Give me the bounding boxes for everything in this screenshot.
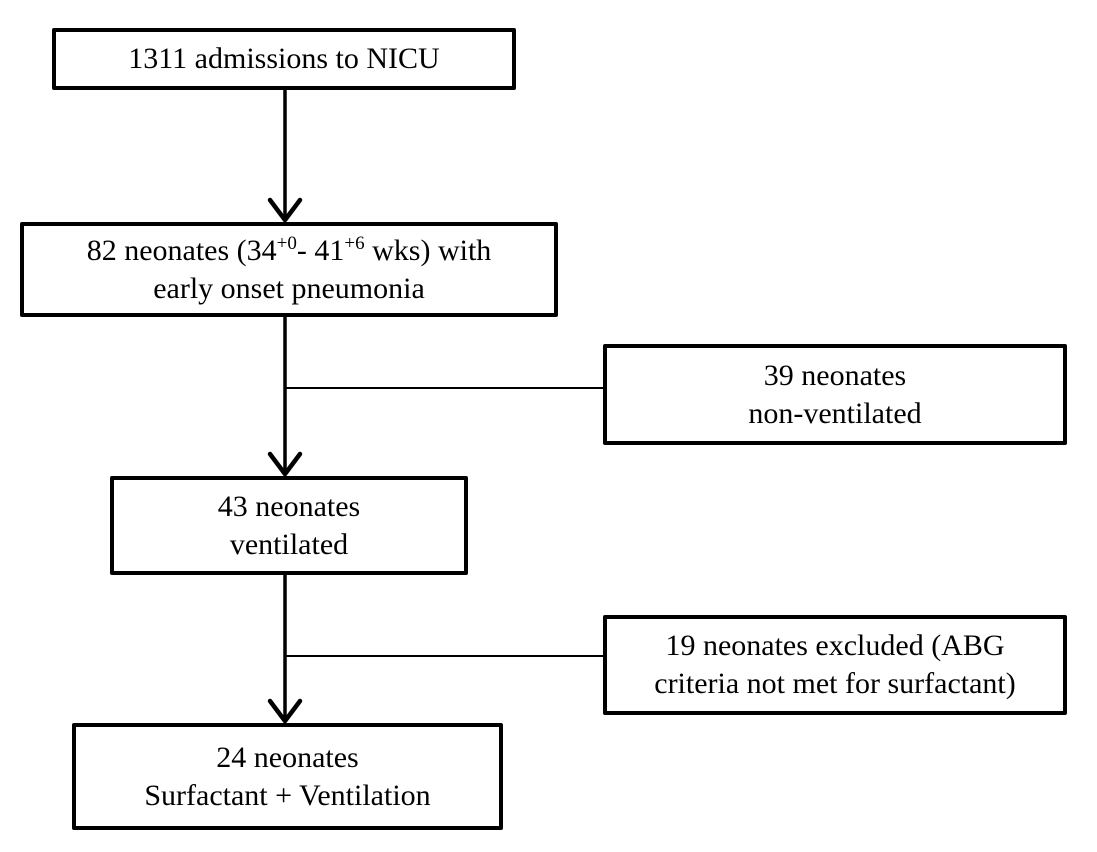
arrowhead-pneumonia-icon — [267, 197, 303, 223]
node-admissions-label: 1311 admissions to NICU — [128, 42, 440, 75]
node-surfactant-line2: Surfactant + Ventilation — [144, 778, 431, 812]
node-ventilated-line1: 43 neonates — [217, 489, 361, 523]
node-early-onset-pneumonia: 82 neonates (34+0- 41+6 wks) with early … — [20, 222, 558, 317]
node-ventilated-line2: ventilated — [229, 527, 349, 561]
arrowhead-ventilated-icon — [267, 451, 303, 477]
node-admissions: 1311 admissions to NICU — [52, 28, 516, 90]
node-pneumonia-line1: 82 neonates (34+0- 41+6 wks) with — [86, 232, 492, 267]
arrowhead-surfactant-icon — [267, 698, 303, 724]
node-surfactant-ventilation: 24 neonates Surfactant + Ventilation — [72, 723, 503, 830]
node-non-ventilated-line2: non-ventilated — [748, 396, 922, 430]
superscript-plus6: +6 — [344, 232, 365, 254]
node-non-ventilated: 39 neonates non-ventilated — [603, 344, 1067, 445]
node-non-ventilated-line1: 39 neonates — [763, 358, 907, 392]
node-excluded-line1: 19 neonates excluded (ABG — [665, 629, 1005, 662]
superscript-plus0: +0 — [276, 232, 297, 254]
node-surfactant-line1: 24 neonates — [216, 740, 359, 774]
node-excluded-abg: 19 neonates excluded (ABG criteria not m… — [603, 615, 1067, 715]
node-ventilated: 43 neonates ventilated — [110, 476, 468, 575]
node-pneumonia-line2: early onset pneumonia — [153, 271, 425, 305]
node-excluded-line2: criteria not met for surfactant) — [654, 667, 1016, 700]
